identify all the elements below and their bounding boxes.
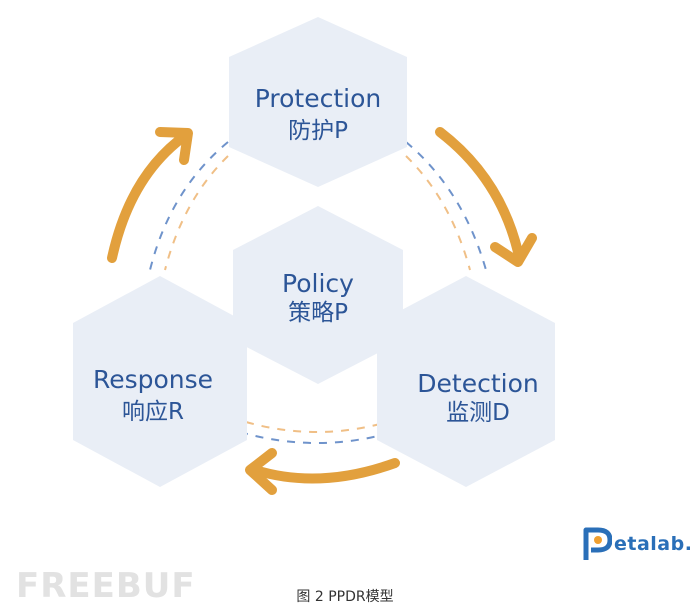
response-hexagon [73,276,247,487]
figure-caption: 图 2 PPDR模型 [296,589,394,605]
policy-label-cn: 策略P [288,300,348,326]
detection-hexagon [377,276,555,487]
protection-label-cn: 防护P [288,118,348,144]
freebuf-watermark: FREEBUF [16,566,196,606]
petalab-logo-icon [583,527,612,560]
petalab-logo-text: etalab. [614,533,690,555]
protection-hexagon [229,17,407,187]
response-label-cn: 响应R [122,399,184,425]
arrow-protection-to-detection [435,127,523,257]
arrowhead-response-icon [245,448,277,495]
detection-label-en: Detection [417,369,538,398]
policy-label-en: Policy [282,269,354,298]
cycle-arrows [107,127,537,495]
detection-label-cn: 监测D [446,400,510,426]
arrowhead-detection-icon [490,233,537,267]
policy-hexagon [233,206,403,384]
arrow-response-to-protection [107,130,191,263]
response-label-en: Response [93,365,213,394]
petalab-logo: etalab. [582,524,690,564]
arrow-detection-to-response [250,458,400,484]
hexagons [73,17,555,487]
dashed-connectors [149,141,487,445]
protection-label-en: Protection [255,84,381,113]
arrowhead-protection-icon [155,127,193,165]
